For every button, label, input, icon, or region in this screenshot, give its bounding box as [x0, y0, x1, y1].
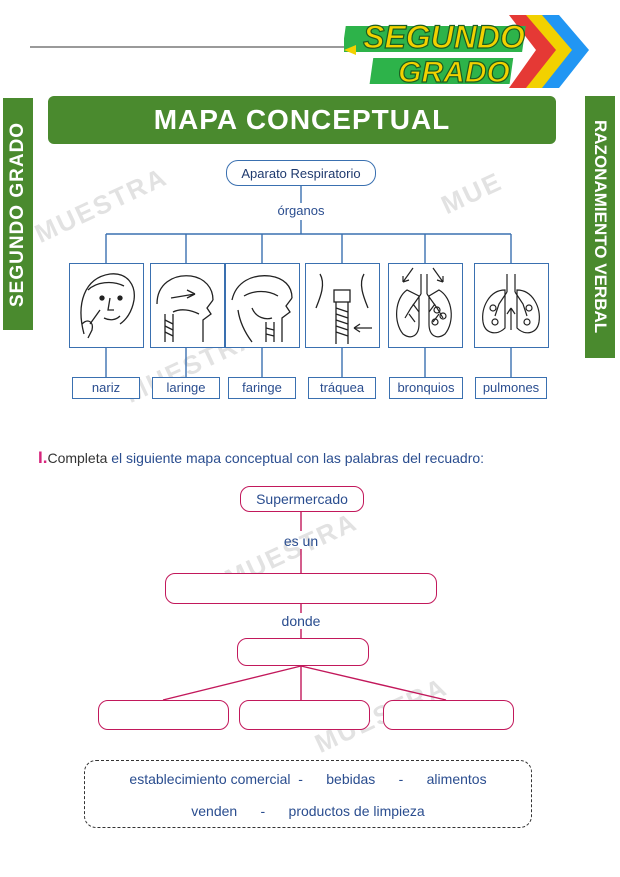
side-label-subject: RAZONAMIENTO VERBAL: [585, 96, 615, 358]
link-label-donde: donde: [281, 613, 321, 629]
root-concept-box: Aparato Respiratorio: [226, 160, 376, 186]
pharynx-icon: [231, 275, 293, 343]
page-title: MAPA CONCEPTUAL: [48, 96, 556, 144]
organ-image-bronchi: [388, 263, 463, 348]
word-bank-line-1: establecimiento comercial - bebidas - al…: [129, 771, 487, 787]
answer-box-item-1[interactable]: [98, 700, 229, 730]
lungs-icon: [482, 274, 540, 334]
answer-box-item-2[interactable]: [239, 700, 370, 730]
answer-box-action[interactable]: [237, 638, 369, 666]
exercise-number: I.: [38, 448, 48, 467]
organ-label-bronchi: bronquios: [389, 377, 463, 399]
word-bank-line-2: venden - productos de limpieza: [191, 803, 425, 819]
organ-image-trachea: [305, 263, 380, 348]
larynx-icon: [156, 275, 214, 342]
answer-box-type[interactable]: [165, 573, 437, 604]
bronchi-icon: [396, 267, 452, 338]
header-rule: [30, 46, 350, 48]
link-label-organs: órganos: [277, 203, 325, 218]
logo-line1: SEGUNDO: [363, 19, 525, 55]
organ-label-trachea: tráquea: [308, 377, 376, 399]
grade-logo: SEGUNDO GRADO: [344, 15, 589, 90]
exercise-instruction: I.Completa el siguiente mapa conceptual …: [38, 448, 484, 468]
nose-face-icon: [80, 273, 135, 339]
organ-image-pharynx: [225, 263, 300, 348]
trachea-icon: [315, 273, 372, 344]
instruction-verb: Completa: [47, 450, 108, 466]
organ-label-larynx: laringe: [152, 377, 220, 399]
exercise-root-box: Supermercado: [240, 486, 364, 512]
instruction-text: el siguiente mapa conceptual con las pal…: [107, 450, 485, 466]
organ-image-larynx: [150, 263, 225, 348]
organ-label-lungs: pulmones: [475, 377, 547, 399]
organ-label-pharynx: faringe: [228, 377, 296, 399]
word-bank: establecimiento comercial - bebidas - al…: [84, 760, 532, 828]
logo-line2: GRADO: [398, 56, 510, 89]
answer-box-item-3[interactable]: [383, 700, 514, 730]
link-label-es-un: es un: [283, 533, 319, 549]
organ-image-nose: [69, 263, 144, 348]
organ-label-nose: nariz: [72, 377, 140, 399]
organ-image-lungs: [474, 263, 549, 348]
